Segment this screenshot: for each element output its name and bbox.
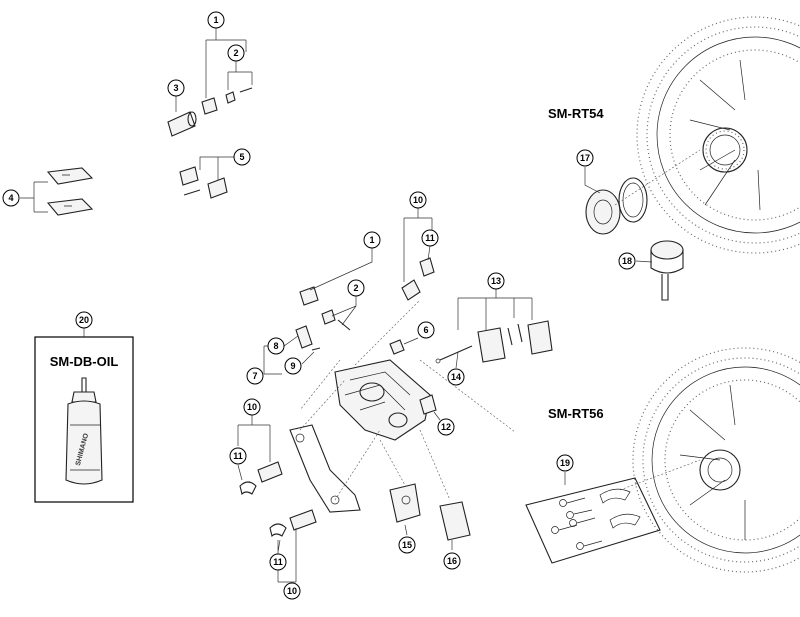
svg-text:9: 9 (290, 361, 295, 371)
callout-5: 5 (233, 148, 251, 166)
callout-11-bottom: 11 (269, 553, 287, 571)
oil-box-part-20 (34, 327, 134, 503)
svg-text:3: 3 (173, 83, 178, 93)
svg-text:14: 14 (451, 372, 461, 382)
pad-pin-part-6 (389, 337, 419, 355)
svg-text:17: 17 (580, 153, 590, 163)
svg-text:20: 20 (79, 315, 89, 325)
svg-text:2: 2 (233, 48, 238, 58)
svg-text:7: 7 (252, 371, 257, 381)
brake-pads-part-13 (477, 320, 553, 363)
mount-bolt-upper (239, 461, 283, 496)
rotor-top-model-label: SM-RT54 (548, 106, 604, 121)
pad-spring-part-15 (389, 483, 421, 536)
callout-6: 6 (417, 321, 435, 339)
callout-7: 7 (246, 367, 264, 385)
svg-text:15: 15 (402, 540, 412, 550)
olive-connector-top (201, 87, 253, 115)
mount-adapter (289, 424, 361, 513)
svg-text:11: 11 (273, 557, 283, 567)
rotor-sm-rt54 (636, 16, 800, 254)
callout-1-top: 1 (207, 11, 225, 29)
hose-clip-part-4 (46, 167, 94, 216)
svg-text:13: 13 (491, 276, 501, 286)
callout-10-left: 10 (243, 398, 261, 416)
callout-12: 12 (437, 418, 455, 436)
callout-10-top: 10 (409, 191, 427, 209)
callout-17: 17 (576, 149, 594, 167)
pad-pin-part-14 (435, 345, 473, 369)
callout-3: 3 (167, 79, 185, 97)
callout-2-top: 2 (227, 44, 245, 62)
callout-1-lower: 1 (363, 231, 381, 249)
callout-19: 19 (556, 454, 574, 472)
brake-hose (129, 128, 307, 291)
svg-text:1: 1 (369, 235, 374, 245)
svg-text:18: 18 (622, 256, 632, 266)
callout-9: 9 (284, 357, 302, 375)
callout-11-left: 11 (229, 447, 247, 465)
callout-14: 14 (447, 368, 465, 386)
callout-11-top: 11 (421, 229, 439, 247)
callout-16: 16 (443, 552, 461, 570)
bleed-screw-top (401, 257, 435, 301)
callout-10-bottom: 10 (283, 582, 301, 600)
lockring-part-17 (584, 149, 701, 235)
rotor-bottom-model-label: SM-RT56 (548, 406, 604, 421)
svg-text:10: 10 (247, 402, 257, 412)
mount-bolt-lower (269, 509, 317, 538)
callout-20: 20 (75, 311, 93, 329)
pad-spacer-part-16 (439, 501, 471, 550)
callout-18: 18 (618, 252, 636, 270)
callout-2-lower: 2 (347, 279, 365, 297)
lockring-tool-part-18 (650, 240, 684, 301)
oil-model-label: SM-DB-OIL (50, 354, 119, 369)
svg-text:5: 5 (239, 152, 244, 162)
svg-text:6: 6 (423, 325, 428, 335)
svg-text:4: 4 (8, 193, 13, 203)
rotor-bolt-set-part-19 (525, 459, 701, 564)
callout-4: 4 (2, 189, 20, 207)
callout-15: 15 (398, 536, 416, 554)
svg-text:2: 2 (353, 283, 358, 293)
svg-text:8: 8 (273, 341, 278, 351)
connector-insert-part-5 (179, 166, 228, 199)
svg-text:11: 11 (233, 451, 243, 461)
rotor-sm-rt56 (632, 347, 800, 573)
olive-connector-lower (299, 286, 351, 331)
svg-text:10: 10 (287, 586, 297, 596)
svg-text:19: 19 (560, 458, 570, 468)
brake-caliper (334, 359, 431, 441)
bleed-cap-part-12 (419, 394, 441, 421)
svg-text:16: 16 (447, 556, 457, 566)
callout-8: 8 (267, 337, 285, 355)
svg-text:11: 11 (425, 233, 435, 243)
fixing-bolt-part-8-9 (295, 325, 321, 351)
svg-text:1: 1 (213, 15, 218, 25)
hose-cover-part-3 (167, 111, 197, 137)
svg-text:10: 10 (413, 195, 423, 205)
callout-13: 13 (487, 272, 505, 290)
svg-text:12: 12 (441, 422, 451, 432)
